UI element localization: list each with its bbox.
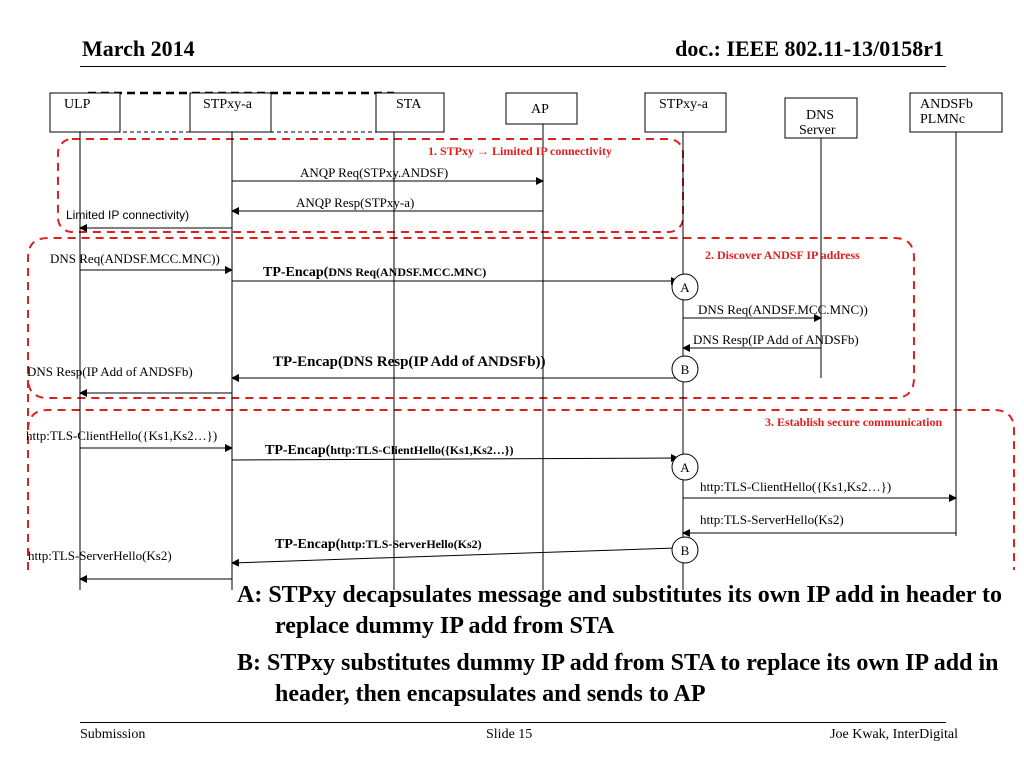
entity-ap-label: AP [531, 102, 549, 117]
region-1-label: 1. STPxy → Limited IP connectivity [428, 144, 612, 158]
msg-tp-encap-client: TP-Encap(http:TLS-ClientHello({Ks1,Ks2…}… [265, 443, 513, 458]
msg-tls-server-in: http:TLS-ServerHello(Ks2) [700, 512, 844, 527]
entity-sta-label: STA [396, 97, 422, 112]
msg-tls-server-ulp: http:TLS-ServerHello(Ks2) [28, 548, 172, 563]
marker-a-1-label: A [680, 280, 690, 295]
entity-dns-box [784, 97, 858, 139]
note-a: A: STPxy decapsulates message and substi… [237, 582, 1002, 639]
entity-ap-box [505, 92, 578, 125]
footer-rule [80, 722, 946, 723]
entity-andsf-label-2: PLMNc [920, 112, 965, 127]
marker-b-2-label: B [681, 543, 690, 558]
msg-tls-client-ulp: http:TLS-ClientHello({Ks1,Ks2…}) [26, 428, 217, 443]
footer-submission: Submission [80, 727, 146, 742]
arrow-tp-encap-server [231, 547, 677, 567]
region-3-box [27, 409, 1015, 570]
entity-sta-box [375, 92, 445, 133]
msg-tls-client-out: http:TLS-ClientHello({Ks1,Ks2…}) [700, 479, 891, 494]
note-b: B: STPxy substitutes dummy IP add from S… [237, 650, 999, 707]
msg-tp-encap-server: TP-Encap(http:TLS-ServerHello(Ks2) [275, 537, 482, 552]
footer-author: Joe Kwak, InterDigital [830, 727, 958, 742]
entity-andsf-box [909, 92, 1003, 133]
header-rule [80, 66, 946, 67]
marker-b-2 [671, 536, 699, 564]
entity-stpxy-right-label: STPxy-a [659, 97, 709, 112]
msg-dns-resp-ulp: DNS Resp(IP Add of ANDSFb) [27, 364, 193, 379]
msg-dns-req-ulp: DNS Req(ANDSF.MCC.MNC)) [50, 251, 220, 266]
notes: A: STPxy decapsulates message and substi… [237, 580, 1007, 716]
header-date: March 2014 [82, 36, 195, 61]
marker-a-2-label: A [680, 460, 690, 475]
entity-ulp-box [49, 92, 121, 133]
region-2-box [27, 237, 915, 570]
region-2-label: 2. Discover ANDSF IP address [705, 248, 860, 262]
entity-dns-label-1: DNS [806, 108, 834, 123]
entity-dns-label-2: Server [799, 123, 836, 138]
region-3-label: 3. Establish secure communication [765, 415, 942, 429]
marker-a-1 [671, 273, 699, 301]
entity-stpxy-left-label: STPxy-a [203, 97, 253, 112]
msg-anqp-resp: ANQP Resp(STPxy-a) [296, 195, 414, 210]
msg-limited-ip: Limited IP connectivity) [66, 208, 189, 222]
header-doc-id: doc.: IEEE 802.11-13/0158r1 [675, 36, 944, 61]
entity-stpxy-left-box [189, 92, 272, 133]
msg-tp-encap-dns-req: TP-Encap(DNS Req(ANDSF.MCC.MNC) [263, 265, 486, 280]
msg-dns-resp-in: DNS Resp(IP Add of ANDSFb) [693, 332, 859, 347]
marker-b-1 [671, 355, 699, 383]
arrow-tp-encap-client [231, 454, 679, 463]
footer-slide-number: Slide 15 [486, 727, 533, 742]
msg-tp-encap-dns-resp: TP-Encap(DNS Resp(IP Add of ANDSFb)) [273, 354, 546, 370]
entity-ulp-label: ULP [64, 97, 91, 112]
msg-anqp-req: ANQP Req(STPxy.ANDSF) [300, 165, 448, 180]
marker-b-1-label: B [681, 362, 690, 377]
entity-stpxy-right-box [644, 92, 727, 133]
msg-dns-req-out: DNS Req(ANDSF.MCC.MNC)) [698, 302, 868, 317]
marker-a-2 [671, 453, 699, 481]
entity-andsf-label-1: ANDSFb [920, 97, 973, 112]
